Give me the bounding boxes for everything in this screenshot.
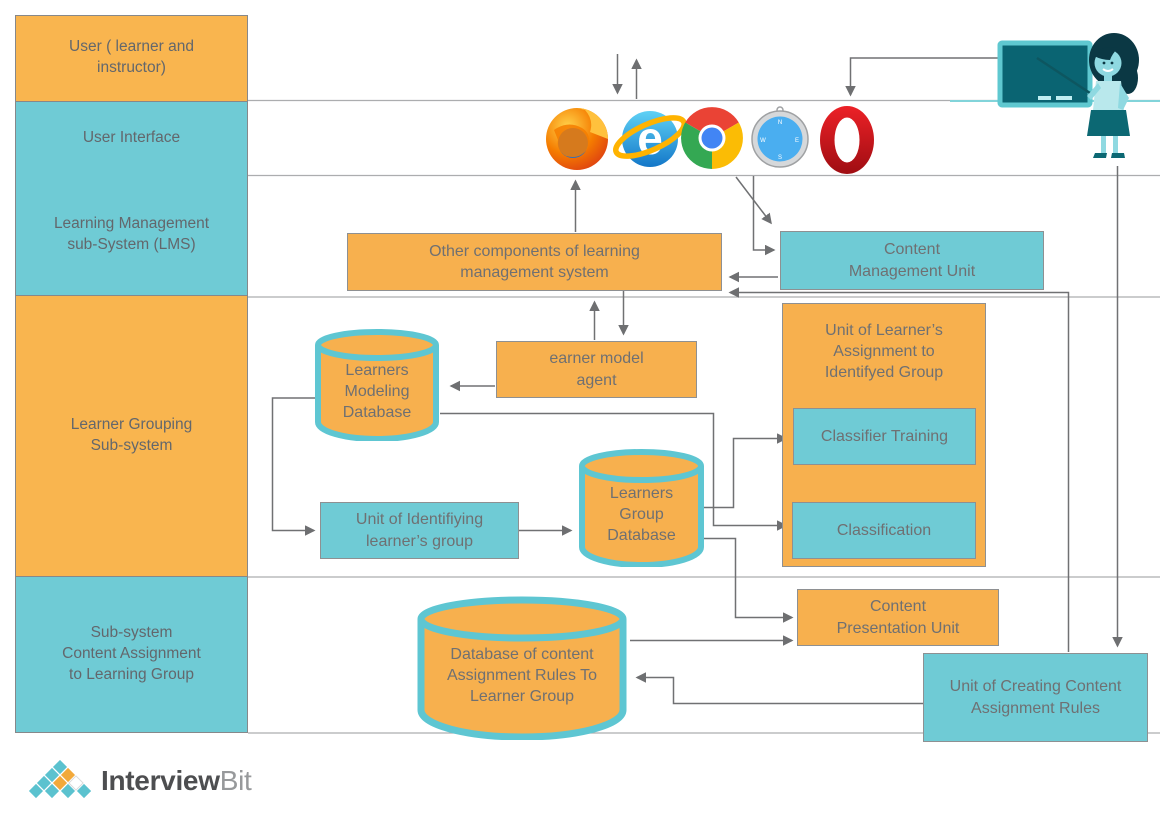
node-learner-model-agent-label: earner model agent bbox=[549, 350, 644, 389]
node-unit-identifying-group: Unit of Identifiying learner’s group bbox=[320, 502, 519, 559]
node-content-presentation-unit-label: Content Presentation Unit bbox=[836, 598, 960, 637]
node-assignment-unit: Unit of Learner’s Assignment to Identify… bbox=[782, 303, 986, 567]
node-classification-label: Classification bbox=[836, 521, 932, 539]
lane-content-assignment-label: Sub-system Content Assignment to Learnin… bbox=[62, 624, 201, 684]
database-cylinder-icon bbox=[579, 449, 704, 567]
logo-text-secondary: Bit bbox=[219, 765, 252, 796]
node-unit-creating-rules-label: Unit of Creating Content Assignment Rule… bbox=[949, 678, 1122, 717]
cylinder-learners-modeling-database: Learners Modeling Database bbox=[313, 328, 441, 441]
interviewbit-logo-text: InterviewBit bbox=[101, 765, 252, 797]
node-classifier-training: Classifier Training bbox=[793, 408, 976, 465]
database-cylinder-icon bbox=[417, 596, 627, 740]
node-classifier-training-label: Classifier Training bbox=[820, 427, 949, 445]
safari-icon: N S W E bbox=[751, 106, 809, 168]
node-unit-identifying-group-label: Unit of Identifiying learner’s group bbox=[355, 511, 484, 550]
svg-text:S: S bbox=[778, 155, 782, 161]
cylinder-learners-group-database-label: Learners Group Database bbox=[607, 485, 676, 544]
lane-user-interface-label: User Interface bbox=[82, 129, 181, 147]
svg-text:N: N bbox=[778, 120, 782, 126]
teacher-illustration bbox=[997, 33, 1139, 158]
logo-text-primary: Interview bbox=[101, 765, 220, 796]
node-classification: Classification bbox=[792, 502, 976, 559]
svg-text:W: W bbox=[760, 138, 766, 144]
internet-explorer-icon: e bbox=[613, 111, 687, 167]
cylinder-db-content-assignment-rules-label: Database of content Assignment Rules To … bbox=[447, 646, 597, 705]
cylinder-learners-modeling-database-label: Learners Modeling Database bbox=[342, 362, 412, 421]
cylinder-learners-group-database: Learners Group Database bbox=[577, 448, 706, 567]
firefox-icon bbox=[546, 108, 608, 170]
lane-user: User ( learner and instructor) bbox=[16, 16, 247, 101]
lane-learner-grouping-label: Learner Grouping Sub-system bbox=[70, 416, 193, 455]
lane-user-label: User ( learner and instructor) bbox=[69, 38, 194, 77]
lane-learner-grouping: Learner Grouping Sub-system bbox=[16, 295, 247, 577]
node-learner-model-agent: earner model agent bbox=[496, 341, 697, 398]
interviewbit-logo: InterviewBit bbox=[25, 760, 252, 802]
node-other-components-label: Other components of learning management … bbox=[429, 242, 640, 281]
swimlane-column: User ( learner and instructor) User Inte… bbox=[15, 15, 248, 733]
interviewbit-logo-icon bbox=[28, 760, 91, 799]
opera-icon bbox=[820, 106, 874, 174]
pointer-stick-icon bbox=[1036, 56, 1094, 97]
node-content-presentation-unit: Content Presentation Unit bbox=[797, 589, 999, 646]
lane-user-interface: User Interface bbox=[16, 100, 247, 176]
node-content-management-unit: Content Management Unit bbox=[780, 231, 1044, 290]
svg-text:E: E bbox=[795, 138, 799, 144]
teacher-figure bbox=[1087, 33, 1139, 158]
node-assignment-unit-title: Unit of Learner’s Assignment to Identify… bbox=[824, 322, 944, 382]
cylinder-db-content-assignment-rules: Database of content Assignment Rules To … bbox=[415, 593, 629, 740]
lane-lms-label: Learning Management sub-System (LMS) bbox=[53, 215, 210, 254]
node-unit-creating-rules: Unit of Creating Content Assignment Rule… bbox=[923, 653, 1148, 742]
node-other-components: Other components of learning management … bbox=[347, 233, 722, 291]
database-cylinder-icon bbox=[315, 329, 439, 441]
lane-lms: Learning Management sub-System (LMS) bbox=[16, 175, 247, 296]
chrome-icon bbox=[681, 107, 743, 169]
blackboard-icon bbox=[997, 40, 1093, 108]
node-content-management-unit-label: Content Management Unit bbox=[848, 241, 976, 280]
lane-content-assignment: Sub-system Content Assignment to Learnin… bbox=[16, 576, 247, 733]
browser-icons-row: e N S W E bbox=[546, 106, 874, 174]
